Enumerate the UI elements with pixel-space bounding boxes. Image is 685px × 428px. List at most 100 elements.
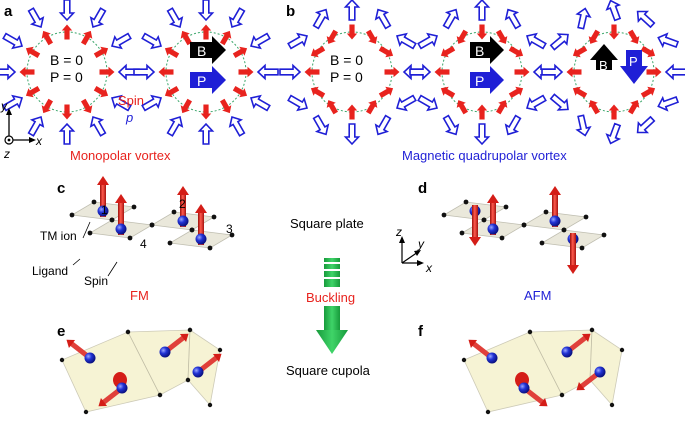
p-vector-arrow [27,7,45,29]
spin-arrow [440,46,456,58]
spin-rod [472,205,478,237]
axis-a-z: z [3,147,10,161]
b-arrow-label-2: B [475,43,484,59]
ligand-atom [229,232,235,238]
spin-arrow [496,29,508,44]
caption-quadrupolar-vortex: Magnetic quadrupolar vortex [402,148,567,163]
spin-rod [100,185,106,217]
tm-ion [97,205,109,217]
spin-rod-head [115,194,127,203]
ligand-atom [463,199,469,205]
axes-a: y x z [0,99,43,161]
spin-rod [552,195,558,227]
spin-arrow [566,66,582,78]
axes-d: z y x [395,225,433,275]
panel-e: e [57,323,223,415]
spin-rod-head [177,186,189,195]
p-vector-arrow [657,95,680,112]
spin-arrow [508,46,524,58]
spin-rod [570,233,576,265]
ligand-atom [87,230,93,236]
square-cupola-afm [461,327,625,415]
p-vector-arrow [110,94,132,112]
p-vector-arrow [110,32,132,50]
spin-arrow [640,46,656,58]
ligand-atom [189,227,195,233]
ligand-atom [59,357,65,363]
tm-ion [549,215,561,227]
ligand-atom [131,204,137,210]
spin-rod-head [97,176,109,185]
p-down-arrow: P [620,50,648,84]
spin-arrow [19,66,35,78]
tm-ion [594,366,606,378]
p-vector-arrow [636,115,656,134]
panel-d: d z y x AFM [395,180,607,303]
tm-ion [487,223,499,235]
middle-column: Square plate Buckling Square cupola [286,216,371,378]
p-vector-arrow [287,32,309,50]
ligand-atom [207,402,213,408]
spin-rod-head [549,186,561,195]
panel-a-p-value: P = 0 [50,69,83,85]
p-vector-arrow [141,94,163,112]
p-vector-arrow [256,63,279,81]
spin-arrow [164,46,180,58]
panel-c: c 1 2 3 4 TM ion Ligand Spin FM [32,176,235,303]
spin-arrow [366,29,378,44]
axis-d-y: y [417,237,425,251]
ligand-atom [461,357,467,363]
p-vector-arrow [133,63,156,81]
p-vector-arrow [575,114,592,137]
monopolar-vortex-field [133,0,279,145]
spin-rod [180,195,186,227]
ligand-atom [185,377,191,383]
p-vector-arrow [605,0,622,22]
p-arrow-label: P [197,73,206,89]
spin-arrow [456,100,468,115]
p-vector-arrow [575,7,592,30]
spin-arrow [378,46,394,58]
p-vector-arrow [343,0,361,21]
spin-arrow [200,24,212,40]
tm-ion [192,366,204,378]
square-plate-lattice-fm [69,176,235,251]
ligand-atom [609,402,615,408]
tm-ion [84,352,96,364]
spin-arrow [180,98,192,114]
spin-arrow [61,24,73,40]
panel-d-letter: d [418,180,427,197]
b-up-arrow-label: B [599,58,608,73]
spin-arrow [608,24,620,40]
panel-b-p-value: P = 0 [330,69,363,85]
spin-arrow [628,100,640,115]
p-vector-arrow [473,123,491,146]
spin-arrow [640,86,656,98]
axis-d-x: x [425,261,433,275]
b-block-arrow-2: B [470,36,504,64]
quadrupolar-vortex-c [541,0,685,145]
square-cupola-fm [59,327,223,415]
p-vector-arrow [395,94,417,112]
tm-ion [486,352,498,364]
p-vector-arrow [166,7,184,29]
ligand-atom [441,212,447,218]
ligand-atom [619,347,625,353]
p-vector-arrow [473,0,491,21]
spin-arrow [41,98,53,114]
spin-arrow [99,66,115,78]
spin-arrow [180,30,192,46]
tm-ion [116,382,128,394]
ligand-atom [559,392,565,398]
p-vector-arrow [228,7,246,29]
b-arrow-label: B [197,43,206,59]
spin-arrow [588,100,600,115]
spin-arrow [41,30,53,46]
spin-arrow [628,29,640,44]
p-vector-arrow [287,94,309,112]
spin-arrow [384,66,400,78]
p-vector-arrow [0,63,17,81]
spin-arrow [456,29,468,44]
spin-rod-head [468,339,478,348]
